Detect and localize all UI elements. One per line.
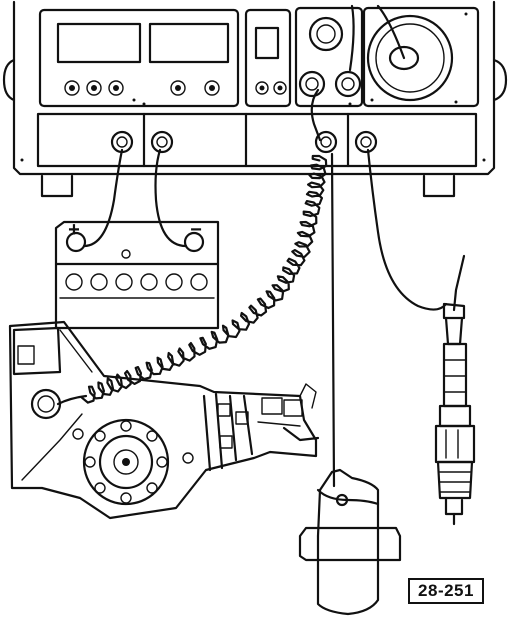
battery-icon: + −	[54, 219, 220, 330]
gearbox-housing-icon	[8, 320, 320, 520]
test-bench-icon	[2, 0, 508, 198]
figure-number-label: 28-251	[408, 578, 484, 604]
spark-plug-icon	[366, 148, 476, 526]
battery-negative-mark: −	[190, 219, 202, 241]
ignition-coil-icon	[298, 152, 402, 616]
battery-cable-icon	[82, 148, 188, 248]
battery-positive-mark: +	[68, 219, 80, 241]
coiled-cable-icon	[56, 88, 328, 406]
